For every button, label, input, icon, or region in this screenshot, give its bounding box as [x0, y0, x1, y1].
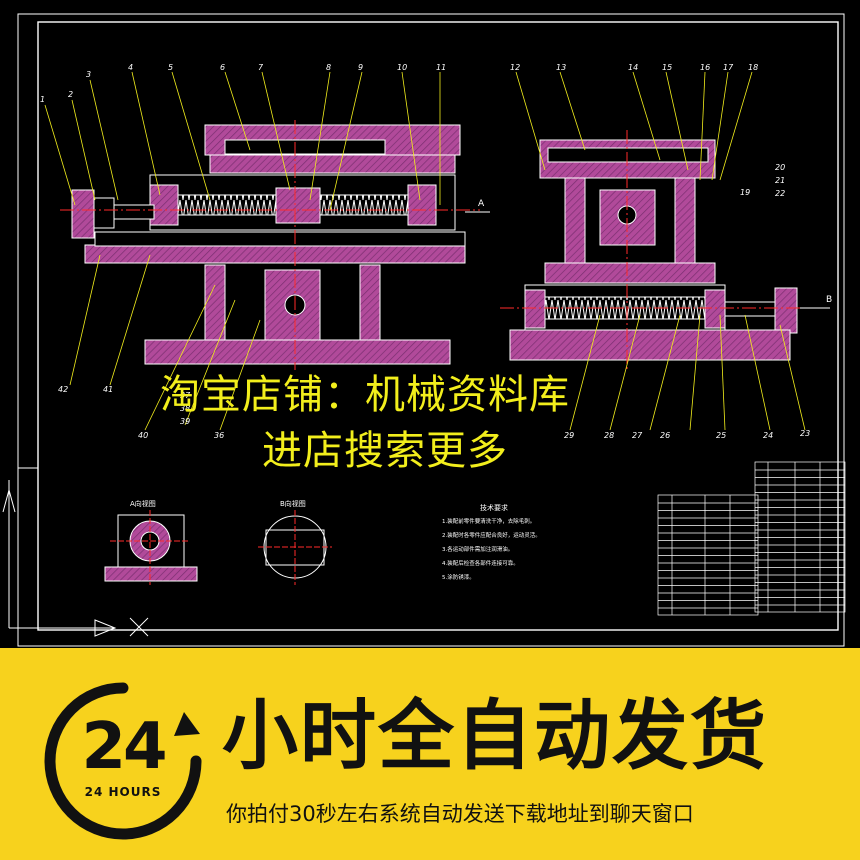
- front-view: [60, 120, 480, 370]
- part-number: 1: [40, 95, 45, 104]
- watermark-line-1: 淘宝店铺：机械资料库: [160, 372, 570, 418]
- leader-lines: [44, 71, 806, 431]
- banner-headline: 小时全自动发货: [222, 691, 768, 780]
- part-number: 7: [258, 63, 264, 72]
- view-b-title: B向视图: [280, 499, 306, 508]
- part-number: 23: [800, 429, 810, 438]
- note-line: 5.涂防锈漆。: [442, 573, 475, 581]
- note-line: 3.各运动部件需加注润滑油。: [442, 545, 513, 553]
- part-numbers: 1 2 3 4 5 6 7 8 9 10 11 12 13 14 15 16 1…: [40, 63, 810, 440]
- part-number: 19: [740, 188, 750, 197]
- section-marker-a: A: [478, 199, 485, 209]
- part-number: 26: [660, 431, 670, 440]
- part-number: 10: [397, 63, 407, 72]
- drawing-border: [17, 13, 845, 647]
- part-number: 37: [180, 391, 191, 400]
- view-a-title: A向视图: [130, 499, 156, 508]
- notes-title: 技术要求: [480, 503, 508, 512]
- part-number: 27: [632, 431, 643, 440]
- part-number: 40: [138, 431, 148, 440]
- part-number: 20: [775, 163, 785, 172]
- view-b-detail: B向视图: [258, 499, 332, 585]
- part-number: 16: [700, 63, 710, 72]
- part-number: 2: [68, 90, 73, 99]
- part-number: 36: [214, 431, 224, 440]
- part-number: 18: [748, 63, 758, 72]
- part-number: 17: [723, 63, 734, 72]
- part-number: 15: [662, 63, 672, 72]
- parts-list-table: [657, 461, 846, 616]
- part-number: 21: [775, 176, 785, 185]
- technical-notes: 技术要求 1.装配前零件要清洗干净，去除毛刺。 2.装配时各零件应配合良好，运动…: [442, 503, 541, 581]
- part-number: 12: [510, 63, 520, 72]
- delivery-banner: [0, 648, 860, 860]
- part-number: 8: [326, 63, 331, 72]
- part-number: 38: [180, 404, 190, 413]
- ucs-icon: [2, 480, 149, 637]
- note-line: 2.装配时各零件应配合良好，运动灵活。: [442, 531, 541, 539]
- clock-arrow-icon: [44, 682, 202, 840]
- part-number: 9: [358, 63, 363, 72]
- part-number: 42: [58, 385, 68, 394]
- part-number: 24: [763, 431, 773, 440]
- part-number: 4: [128, 63, 133, 72]
- banner-subline: 你拍付30秒左右系统自动发送下载地址到聊天窗口: [226, 802, 694, 826]
- part-number: 41: [103, 385, 113, 394]
- watermark-line-2: 进店搜索更多: [262, 428, 508, 474]
- badge-caption: 24 HOURS: [84, 785, 162, 799]
- section-markers: A B: [465, 199, 832, 309]
- part-number: 39: [180, 417, 190, 426]
- note-line: 1.装配前零件要清洗干净，去除毛刺。: [442, 517, 535, 525]
- cad-drawing-canvas: 1 2 3 4 5 6 7 8 9 10 11 12 13 14 15 16 1…: [2, 13, 846, 647]
- side-view: [500, 130, 815, 370]
- part-number: 6: [220, 63, 225, 72]
- part-number: 25: [716, 431, 726, 440]
- badge-number: 24: [81, 710, 167, 784]
- part-number: 5: [168, 63, 173, 72]
- note-line: 4.装配后检查各部件连接可靠。: [442, 559, 519, 567]
- part-number: 11: [436, 63, 446, 72]
- view-a-detail: A向视图: [104, 499, 198, 585]
- part-number: 14: [628, 63, 638, 72]
- part-number: 29: [564, 431, 574, 440]
- section-marker-b: B: [826, 295, 832, 305]
- part-number: 3: [86, 70, 91, 79]
- part-number: 28: [604, 431, 614, 440]
- part-number: 13: [556, 63, 566, 72]
- part-number: 22: [775, 189, 785, 198]
